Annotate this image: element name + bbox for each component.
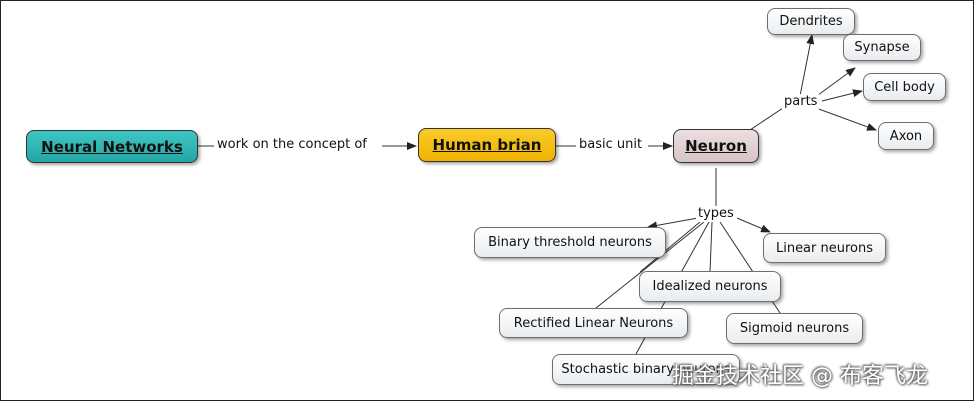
link-label-work-on: work on the concept of <box>215 137 369 153</box>
node-stochastic-label: Stochastic binary neurons <box>561 362 731 377</box>
node-neuron-label: Neuron <box>685 137 747 155</box>
node-dendrites[interactable]: Dendrites <box>767 8 855 35</box>
node-idealized-label: Idealized neurons <box>652 279 768 294</box>
node-sigmoid-label: Sigmoid neurons <box>739 321 850 336</box>
node-axon[interactable]: Axon <box>878 122 934 150</box>
link-label-parts: parts <box>782 94 820 110</box>
node-cell-body[interactable]: Cell body <box>863 73 946 101</box>
node-rectified-linear[interactable]: Rectified Linear Neurons <box>499 308 688 338</box>
link-parts-synapse <box>813 67 856 99</box>
link-types-rectified <box>595 221 705 309</box>
node-rectified-linear-label: Rectified Linear Neurons <box>513 315 674 331</box>
link-label-basic-unit: basic unit <box>577 137 645 153</box>
link-neuron-parts <box>749 105 787 131</box>
node-axon-label: Axon <box>889 128 923 144</box>
node-stochastic[interactable]: Stochastic binary neurons <box>552 354 740 385</box>
watermark: 掘金技术社区 @ 布客飞龙 <box>672 364 928 389</box>
node-synapse[interactable]: Synapse <box>843 34 921 61</box>
node-binary-threshold-label: Binary threshold neurons <box>488 235 652 250</box>
node-sigmoid[interactable]: Sigmoid neurons <box>726 313 863 344</box>
node-linear-label: Linear neurons <box>775 240 874 256</box>
node-human-brian-label: Human brian <box>432 136 542 154</box>
link-types-linear <box>736 217 771 233</box>
node-linear[interactable]: Linear neurons <box>763 233 886 263</box>
node-neuron[interactable]: Neuron <box>673 129 759 163</box>
link-types-lower <box>639 221 701 273</box>
node-human-brian[interactable]: Human brian <box>418 128 556 162</box>
node-dendrites-label: Dendrites <box>779 14 843 29</box>
link-label-types: types <box>696 206 736 222</box>
link-parts-axon <box>815 107 877 131</box>
link-types-binary <box>647 217 699 230</box>
link-types-idealized <box>709 221 713 273</box>
link-parts-dendrites <box>799 34 815 97</box>
node-cell-body-label: Cell body <box>874 79 935 95</box>
node-neural-networks[interactable]: Neural Networks <box>26 130 198 163</box>
link-parts-cellbody <box>821 89 863 102</box>
node-synapse-label: Synapse <box>854 40 910 55</box>
node-idealized[interactable]: Idealized neurons <box>639 271 781 302</box>
node-neural-networks-label: Neural Networks <box>41 137 183 156</box>
node-binary-threshold[interactable]: Binary threshold neurons <box>474 227 666 258</box>
